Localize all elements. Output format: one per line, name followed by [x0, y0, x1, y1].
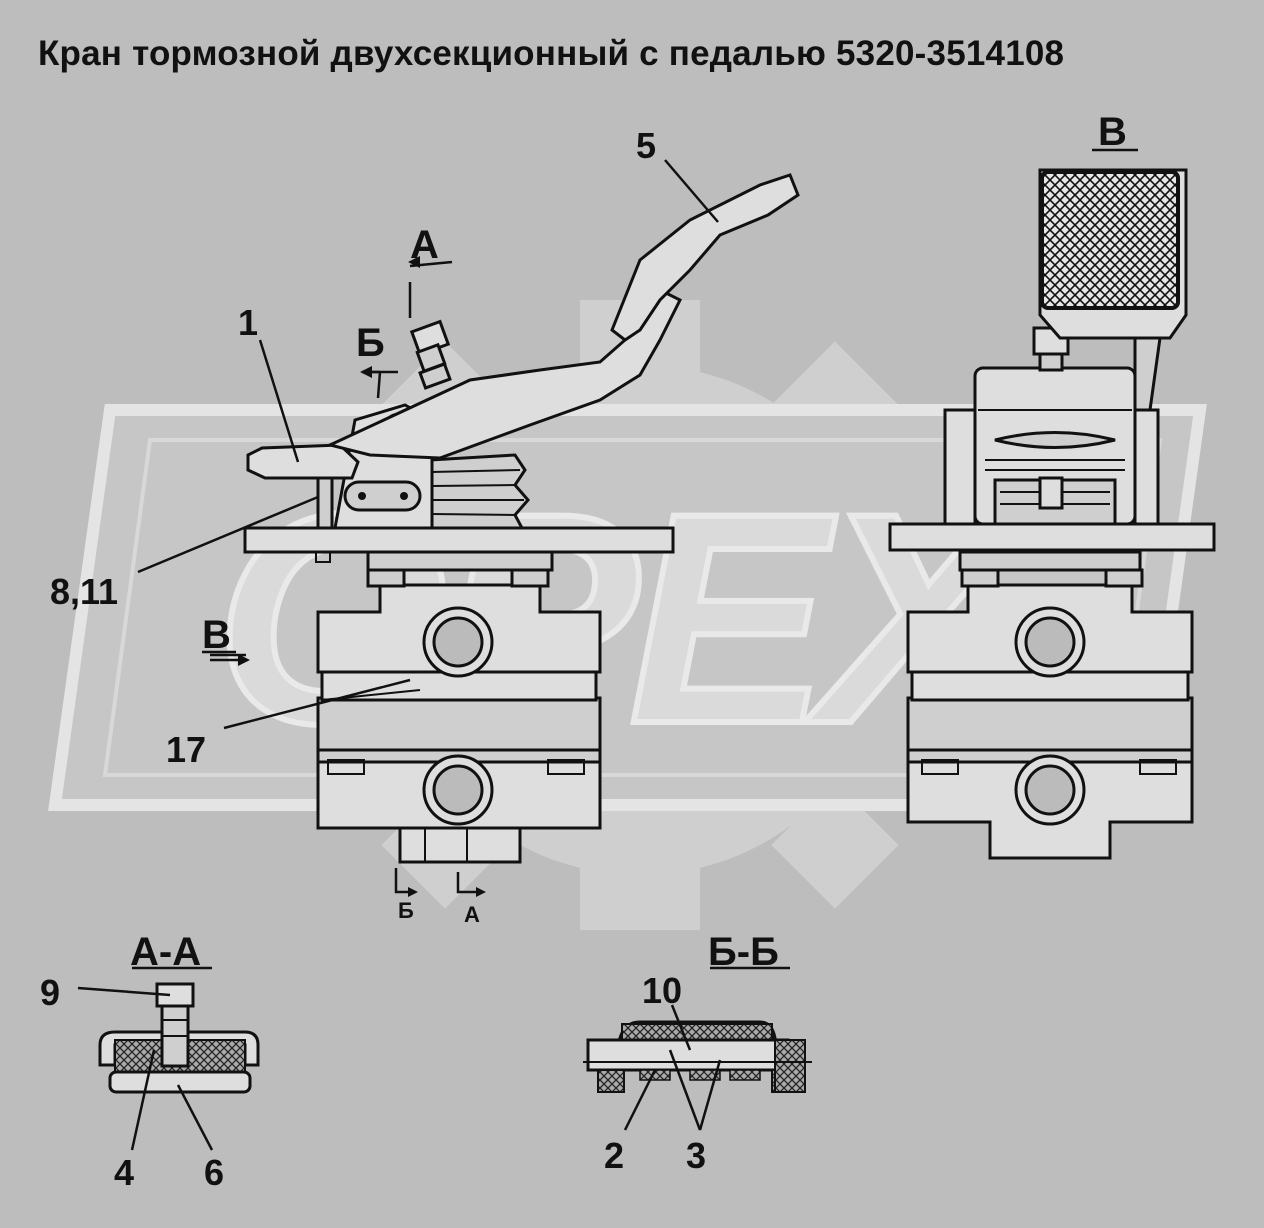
rubber-boot — [428, 453, 530, 530]
arrow-a-label: А — [410, 223, 439, 267]
callout-3: 3 — [686, 1135, 706, 1176]
labels: В А Б В Б А А-А Б-Б 1 5 8,11 17 9 4 6 10… — [40, 110, 1127, 1193]
section-bb-label: Б-Б — [708, 930, 779, 974]
leader-10 — [670, 1004, 692, 1051]
leader-3 — [668, 1049, 722, 1131]
middle-band — [316, 696, 602, 752]
pedal-5 — [610, 173, 800, 342]
leader-17 — [223, 678, 411, 730]
leader-lines — [77, 148, 1138, 1151]
leader-5 — [664, 159, 719, 223]
leader-2 — [623, 1069, 657, 1131]
section-aa — [98, 982, 260, 1094]
mounting-plate — [243, 526, 675, 554]
callout-9: 9 — [40, 972, 60, 1013]
crane-front-view-v — [888, 168, 1216, 860]
arrow-b-label: Б — [356, 321, 385, 365]
callout-5: 5 — [636, 125, 656, 166]
leader-6 — [176, 1084, 214, 1151]
leader-9 — [77, 986, 171, 997]
section-aa-label: А-А — [130, 930, 201, 974]
leader-1 — [258, 339, 300, 463]
crane-side-view — [243, 173, 800, 864]
pedal-arm — [325, 288, 683, 460]
leader-4 — [130, 1049, 156, 1151]
cut-b-label: Б — [398, 898, 414, 923]
callout-6: 6 — [204, 1152, 224, 1193]
cut-a-label: А — [464, 902, 480, 927]
callout-2: 2 — [604, 1135, 624, 1176]
lever-1 — [246, 443, 360, 480]
callout-10: 10 — [642, 970, 682, 1011]
direction-v-label: В — [202, 613, 231, 657]
bottom-outlet — [398, 826, 522, 864]
callout-17: 17 — [166, 729, 206, 770]
section-bb — [583, 1020, 812, 1093]
adjusting-bolt — [409, 319, 452, 390]
callout-8-11: 8,11 — [50, 571, 118, 612]
callout-1: 1 — [238, 302, 258, 343]
view-v-label: В — [1098, 110, 1127, 154]
leader-8-11 — [137, 495, 319, 574]
page-title: Кран тормозной двухсекционный с педалью … — [38, 34, 1065, 73]
callout-4: 4 — [114, 1152, 134, 1193]
